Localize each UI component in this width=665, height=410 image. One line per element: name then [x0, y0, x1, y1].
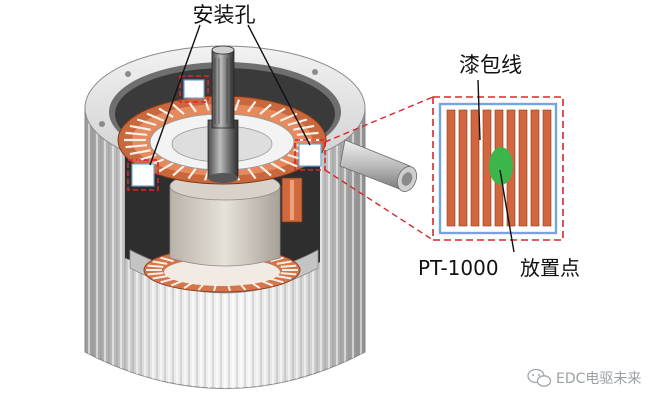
stator-tooth [152, 275, 168, 280]
motor-shaft [207, 45, 239, 183]
housing-cutaway [125, 148, 320, 294]
stator-tooth [227, 284, 231, 292]
stator-tooth [251, 282, 261, 290]
stator-tooth [247, 167, 257, 180]
wire-leader [477, 79, 481, 141]
stator-tooth [279, 158, 298, 168]
stator-tooth [136, 118, 157, 127]
sensor-leader [499, 169, 515, 253]
stator-tooth [158, 162, 174, 173]
stator-tooth [197, 283, 205, 291]
enameled-wire-label: 漆包线 [459, 53, 522, 77]
stator-tooth [125, 131, 148, 136]
mounting-hole-marker [179, 75, 209, 103]
stator-tooth [146, 112, 165, 122]
stator-tooth [280, 272, 297, 276]
watermark-text: EDC电驱未来 [556, 371, 641, 387]
wire-strip [530, 109, 540, 227]
mounting-holes-label: 安装孔 [193, 3, 256, 27]
stator-tooth [160, 277, 174, 284]
stator-tooth [160, 256, 174, 263]
stator-tooth [270, 107, 286, 118]
stator-tooth [239, 283, 247, 291]
zoom-callout [432, 79, 564, 253]
sensor-model-label: PT-1000 [418, 256, 499, 280]
stator-tooth [270, 277, 284, 284]
rim-hole [99, 121, 105, 127]
stator-tooth [183, 282, 193, 290]
stator-tooth [187, 100, 197, 113]
stator-tooth [276, 275, 292, 280]
stator-tooth [259, 165, 272, 177]
mounting-hole-leaders [149, 24, 311, 166]
stator-tooth [170, 280, 183, 287]
stator-tooth [129, 149, 151, 156]
wire-strip [458, 109, 468, 227]
wire-strip [446, 109, 456, 227]
stator-tooth [187, 167, 197, 180]
stator-tooth [172, 103, 185, 115]
stator-tooth [296, 131, 319, 136]
rotor-core [169, 185, 281, 267]
wire-strip [518, 109, 528, 227]
stator-tooth [125, 144, 148, 149]
stator-tooth [276, 260, 292, 265]
rim-hole [125, 71, 131, 77]
stator-tooth [261, 280, 274, 287]
rim-hole [312, 69, 318, 75]
stator-tooth [152, 260, 168, 265]
wechat-icon [527, 368, 552, 387]
pt1000-sensor [489, 147, 513, 185]
upper-stator-teeth [124, 99, 320, 181]
stator-tooth [129, 124, 151, 131]
stator-tooth [147, 272, 164, 276]
stator-tooth [270, 162, 286, 173]
mounting-hole-markers [127, 75, 326, 191]
stator-tooth [280, 264, 297, 268]
mounting-hole-marker [127, 159, 159, 191]
stator-tooth [247, 100, 257, 113]
stator-tooth [293, 124, 315, 131]
stator-tooth [158, 107, 174, 118]
stator-tooth [147, 264, 164, 268]
callout-connectors [324, 96, 434, 241]
wire-strip [542, 109, 552, 227]
stator-tooth [234, 99, 241, 111]
mounting-hole-marker [294, 139, 326, 171]
wire-strip [470, 109, 480, 227]
coolant-pipe [339, 139, 418, 192]
stator-tooth [259, 103, 272, 115]
stator-tooth [172, 165, 185, 177]
placement-point-label: 放置点 [520, 256, 580, 280]
stator-tooth [270, 256, 284, 263]
watermark: EDC电驱未来 [527, 368, 641, 387]
stator-tooth [213, 284, 217, 292]
stator-tooth [287, 118, 308, 127]
